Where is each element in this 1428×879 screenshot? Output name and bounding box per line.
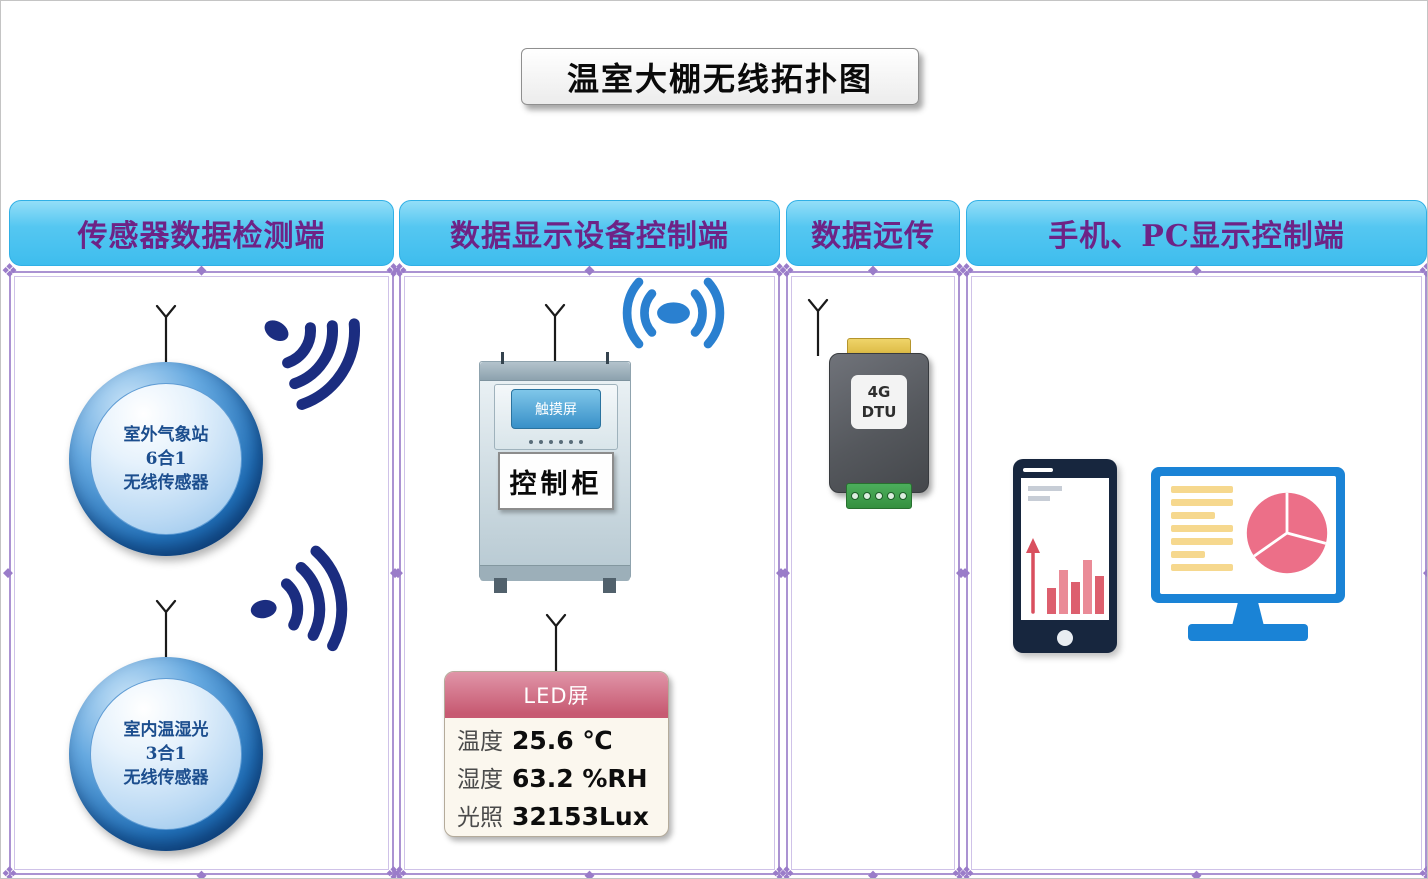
phone-screen (1021, 478, 1109, 620)
dtu-label-line: 4G (867, 382, 891, 401)
reading-value: 63.2 %RH (512, 764, 648, 793)
column-header-display: 数据显示设备控制端 (399, 200, 780, 266)
column-frame-display (399, 271, 780, 875)
sensor-text-line: 3合1 (145, 743, 187, 764)
sensor-text-line: 无线传感器 (123, 473, 209, 494)
sensor-text-line: 室外气象站 (123, 424, 209, 445)
column-header-remote: 数据远传 (786, 200, 960, 266)
antenna-icon (544, 303, 566, 361)
pie-chart-icon (1246, 492, 1328, 574)
pc-monitor-icon (1151, 467, 1345, 647)
ornament-icon (776, 567, 786, 580)
phone-speaker (1023, 468, 1053, 472)
ornament-icon (778, 865, 795, 878)
wireless-signal-icon (250, 545, 348, 652)
cabinet-bolt (501, 352, 504, 364)
dtu-label-line: DTU (861, 403, 897, 421)
sensor-sphere: 室外气象站 6合1 无线传感器 (69, 362, 263, 556)
monitor-frame (1151, 467, 1345, 603)
sensor-text-line: 室内温湿光 (123, 719, 209, 740)
monitor-stand-base (1188, 624, 1308, 641)
led-display-panel: LED屏 温度 25.6 ℃ 湿度 63.2 %RH 光照 32153Lux (444, 671, 669, 837)
dtu-label: 4G DTU (851, 375, 907, 429)
cabinet-leg (494, 578, 507, 593)
text-line (1028, 486, 1062, 491)
ornament-icon (960, 567, 970, 580)
dtu-body: 4G DTU (829, 353, 929, 493)
sensor-label: 室内温湿光 3合1 无线传感器 (90, 678, 242, 830)
cabinet-panel: 触摸屏 (494, 384, 618, 450)
ornament-icon (1423, 567, 1427, 580)
led-panel-title: LED屏 (523, 684, 590, 708)
ornament-icon (958, 865, 975, 878)
sensor-sphere: 室内温湿光 3合1 无线传感器 (69, 657, 263, 851)
sensor-node-outdoor: 室外气象站 6合1 无线传感器 (69, 362, 263, 556)
cabinet-top-band (480, 362, 630, 381)
dtu-terminal-block (846, 483, 912, 509)
phone-home-button (1057, 630, 1073, 646)
ornament-icon (585, 869, 595, 878)
smartphone-icon (1013, 459, 1117, 653)
cabinet-body: 触摸屏 控制柜 (479, 361, 631, 581)
antenna-icon (807, 298, 829, 356)
bar-chart-icon (1026, 538, 1104, 614)
touchscreen: 触摸屏 (511, 389, 601, 429)
led-row-humidity: 湿度 63.2 %RH (457, 760, 656, 794)
ornament-icon (197, 869, 207, 878)
sensor-text-line: 6合1 (145, 448, 187, 469)
ornament-icon (956, 567, 966, 580)
reading-label: 湿度 (457, 767, 503, 793)
diagram-title: 温室大棚无线拓扑图 (521, 48, 919, 105)
reading-value: 25.6 ℃ (512, 726, 613, 755)
led-panel-header: LED屏 (445, 672, 668, 718)
antenna-icon (155, 304, 177, 362)
sensor-text-line: 无线传感器 (123, 768, 209, 789)
reading-value: 32153Lux (512, 802, 649, 831)
antenna-icon (545, 613, 567, 671)
cabinet-leg (603, 578, 616, 593)
ornament-icon (1192, 869, 1202, 878)
text-line (1028, 496, 1050, 501)
reading-label: 光照 (457, 805, 503, 831)
column-frame-remote (786, 271, 960, 875)
column-header-sensor: 传感器数据检测端 (9, 200, 394, 266)
control-cabinet: 触摸屏 控制柜 (479, 352, 631, 593)
ornament-icon (868, 869, 878, 878)
ornament-icon (393, 567, 403, 580)
sensor-label: 室外气象站 6合1 无线传感器 (90, 383, 242, 535)
led-row-temperature: 温度 25.6 ℃ (457, 722, 656, 756)
column-header-client: 手机、PC显示控制端 (966, 200, 1427, 266)
antenna-icon (155, 599, 177, 657)
text-lines (1171, 486, 1233, 571)
wifi-broadcast-icon (622, 277, 725, 349)
sensor-node-indoor: 室内温湿光 3合1 无线传感器 (69, 657, 263, 851)
ornament-icon (780, 567, 790, 580)
led-row-light: 光照 32153Lux (457, 798, 656, 832)
ornament-icon (1418, 865, 1427, 878)
ornament-icon (3, 567, 13, 580)
dtu-4g-device: 4G DTU (827, 301, 931, 513)
reading-label: 温度 (457, 729, 503, 755)
column-frame-client (966, 271, 1427, 875)
ornament-icon (1, 865, 18, 878)
monitor-stand-neck (1232, 603, 1264, 626)
cabinet-bolt (606, 352, 609, 364)
wireless-signal-icon (264, 318, 361, 410)
monitor-screen (1160, 476, 1336, 594)
touchscreen-label: 触摸屏 (535, 402, 577, 418)
cabinet-door-label: 控制柜 (498, 452, 614, 510)
cabinet-vent-dots (495, 440, 617, 444)
column-frame-sensor (9, 271, 394, 875)
led-readings: 温度 25.6 ℃ 湿度 63.2 %RH 光照 32153Lux (445, 718, 668, 836)
cabinet-bottom-strip (480, 565, 630, 581)
